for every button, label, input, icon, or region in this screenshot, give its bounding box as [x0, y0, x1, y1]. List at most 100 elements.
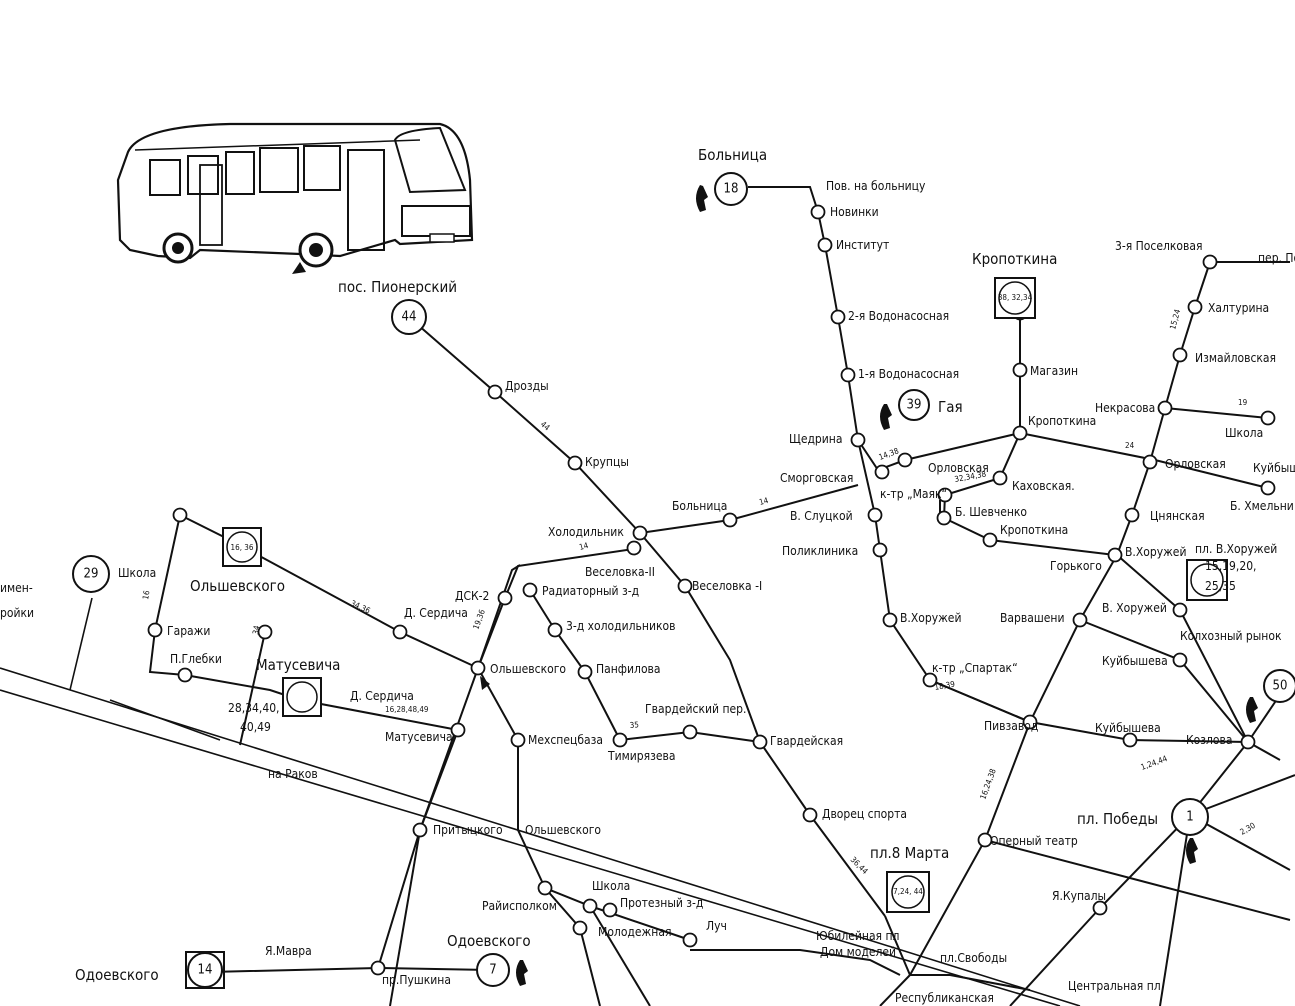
- label-timiryazeva: Тимирязева: [607, 749, 675, 763]
- stop-marker[interactable]: [922, 672, 938, 688]
- terminal-box-1636[interactable]: 16, 36: [222, 527, 262, 567]
- stop-marker[interactable]: [612, 732, 628, 748]
- terminal-7[interactable]: 7: [476, 953, 510, 987]
- stop-marker[interactable]: [172, 507, 188, 523]
- stop-marker[interactable]: [602, 902, 618, 918]
- stop-marker[interactable]: [1012, 362, 1028, 378]
- label-operny-teatr: Оперный театр: [990, 834, 1078, 848]
- phone-icon: [516, 960, 528, 986]
- stop-marker[interactable]: [567, 455, 583, 471]
- stop-marker[interactable]: [582, 898, 598, 914]
- stop-marker[interactable]: [982, 532, 998, 548]
- label-mekhspetsbaza: Мехспецбаза: [528, 733, 603, 747]
- stop-marker[interactable]: [840, 367, 856, 383]
- label-izmailovskaya: Измайловская: [1195, 351, 1276, 365]
- terminal-box-8-marta[interactable]: 7,24, 44: [886, 871, 930, 913]
- stop-marker[interactable]: [977, 832, 993, 848]
- stop-marker[interactable]: [497, 590, 513, 606]
- label-kuibysheva-2: Куйбышева: [1095, 721, 1161, 735]
- stop-marker[interactable]: [810, 204, 826, 220]
- stop-marker[interactable]: [470, 660, 486, 676]
- stop-marker[interactable]: [177, 667, 193, 683]
- label-pl-pobedy: пл. Победы: [1077, 810, 1158, 828]
- stop-marker[interactable]: [830, 309, 846, 325]
- stop-marker[interactable]: [897, 452, 913, 468]
- stop-marker[interactable]: [867, 507, 883, 523]
- stop-marker[interactable]: [1012, 425, 1028, 441]
- stop-marker[interactable]: [626, 540, 642, 556]
- route-mark-r34: 34: [251, 624, 262, 635]
- stop-marker[interactable]: [572, 920, 588, 936]
- stop-marker[interactable]: [802, 807, 818, 823]
- stop-marker[interactable]: [850, 432, 866, 448]
- stop-marker[interactable]: [1142, 454, 1158, 470]
- stop-marker[interactable]: [1260, 410, 1276, 426]
- label-olshevskogo-top: Ольшевского: [190, 577, 285, 595]
- label-kuibysheva-right: Куйбыш: [1253, 461, 1295, 475]
- route-mark-r24: 24: [1125, 441, 1135, 450]
- stop-marker[interactable]: [874, 464, 890, 480]
- stop-marker[interactable]: [147, 622, 163, 638]
- stop-marker[interactable]: [872, 542, 888, 558]
- stop-marker[interactable]: [1172, 652, 1188, 668]
- stop-marker[interactable]: [370, 960, 386, 976]
- stop-marker[interactable]: [937, 487, 953, 503]
- terminal-box-kropotkina[interactable]: 38, 32,34: [994, 277, 1036, 319]
- label-ya-mavra: Я.Мавра: [265, 944, 312, 958]
- stop-marker[interactable]: [1172, 602, 1188, 618]
- stop-marker[interactable]: [1124, 507, 1140, 523]
- label-varvasheni: Варвашени: [1000, 611, 1064, 625]
- stop-marker[interactable]: [817, 237, 833, 253]
- label-drozdy: Дрозды: [505, 379, 549, 393]
- stop-marker[interactable]: [1157, 400, 1173, 416]
- stop-marker[interactable]: [392, 624, 408, 640]
- stop-marker[interactable]: [577, 664, 593, 680]
- label-gorkogo: Горького: [1050, 559, 1102, 573]
- terminal-box-matusevicha[interactable]: [282, 677, 322, 717]
- terminal-39[interactable]: 39: [898, 389, 930, 421]
- terminal-18[interactable]: 18: [714, 172, 748, 206]
- terminal-14[interactable]: 14: [187, 952, 223, 988]
- stop-marker[interactable]: [412, 822, 428, 838]
- stop-marker[interactable]: [936, 510, 952, 526]
- stop-marker[interactable]: [487, 384, 503, 400]
- stop-marker[interactable]: [992, 470, 1008, 486]
- terminal-50[interactable]: 50: [1263, 669, 1295, 703]
- stop-marker[interactable]: [522, 582, 538, 598]
- svg-text:29: 29: [84, 567, 99, 582]
- label-b-khmelnit: Б. Хмельни: [1230, 499, 1294, 513]
- stop-marker[interactable]: [1122, 732, 1138, 748]
- stop-marker[interactable]: [1107, 547, 1123, 563]
- label-matusevicha-routes-1: 28,34,40,: [228, 701, 280, 715]
- stop-marker[interactable]: [682, 932, 698, 948]
- phone-icon: [480, 676, 490, 690]
- stop-marker[interactable]: [1022, 714, 1038, 730]
- stop-marker[interactable]: [510, 732, 526, 748]
- terminal-44[interactable]: 44: [391, 299, 427, 335]
- stop-marker[interactable]: [882, 612, 898, 628]
- stop-marker[interactable]: [1092, 900, 1108, 916]
- stop-marker[interactable]: [1172, 347, 1188, 363]
- stop-marker[interactable]: [677, 578, 693, 594]
- stop-marker[interactable]: [1240, 734, 1256, 750]
- stop-marker[interactable]: [547, 622, 563, 638]
- stop-marker[interactable]: [537, 880, 553, 896]
- stop-marker[interactable]: [682, 724, 698, 740]
- stop-marker[interactable]: [1072, 612, 1088, 628]
- stop-marker[interactable]: [1202, 254, 1218, 270]
- terminal-box-odoevskogo[interactable]: [185, 951, 225, 989]
- stop-marker[interactable]: [722, 512, 738, 528]
- stop-marker[interactable]: [1260, 480, 1276, 496]
- terminal-29[interactable]: 29: [72, 555, 110, 593]
- stop-marker[interactable]: [1187, 299, 1203, 315]
- stop-marker[interactable]: [752, 734, 768, 750]
- stop-marker[interactable]: [450, 722, 466, 738]
- stop-marker[interactable]: [257, 624, 273, 640]
- label-v-khoruzhei-lower: В. Хоружей: [1102, 601, 1167, 615]
- terminal-1[interactable]: 1: [1171, 798, 1209, 836]
- label-pl-v-khoruzhei: пл. В.Хоружей: [1195, 542, 1277, 556]
- stop-marker[interactable]: [632, 525, 648, 541]
- terminal-box-v-khoruzhei[interactable]: [1186, 559, 1228, 601]
- phone-icons: [480, 185, 1258, 986]
